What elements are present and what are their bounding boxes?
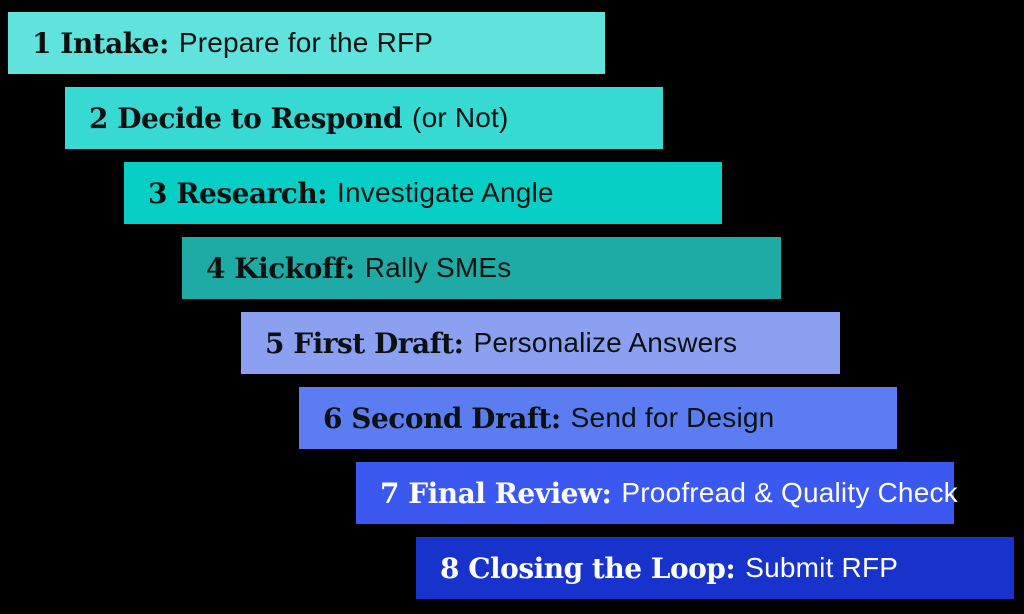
step-title: 6 Second Draft: [323, 401, 561, 435]
step-description: Rally SMEs [364, 252, 512, 283]
step-bar: 2 Decide to Respond (or Not) [65, 87, 663, 149]
step-bar: 3 Research: Investigate Angle [124, 162, 722, 224]
step-bar: 5 First Draft: Personalize Answers [241, 312, 840, 374]
step-title: 8 Closing the Loop: [440, 551, 736, 585]
step-description: Proofread & Quality Check [621, 477, 958, 508]
step-title: 2 Decide to Respond [89, 101, 403, 135]
step-description: Send for Design [570, 402, 775, 433]
step-title: 1 Intake: [32, 26, 169, 60]
step-bar: 8 Closing the Loop: Submit RFP [416, 537, 1014, 599]
step-title: 7 Final Review: [380, 476, 612, 510]
step-bar: 1 Intake: Prepare for the RFP [8, 12, 605, 74]
step-description: Submit RFP [745, 552, 899, 583]
step-title: 5 First Draft: [265, 326, 464, 360]
step-title: 3 Research: [148, 176, 328, 210]
step-description: (or Not) [412, 102, 509, 133]
step-title: 4 Kickoff: [206, 251, 355, 285]
step-bar: 4 Kickoff: Rally SMEs [182, 237, 781, 299]
step-description: Prepare for the RFP [178, 27, 434, 58]
step-bar: 7 Final Review: Proofread & Quality Chec… [356, 462, 958, 524]
step-description: Investigate Angle [337, 177, 554, 208]
step-bar: 6 Second Draft: Send for Design [299, 387, 897, 449]
step-description: Personalize Answers [473, 327, 738, 358]
